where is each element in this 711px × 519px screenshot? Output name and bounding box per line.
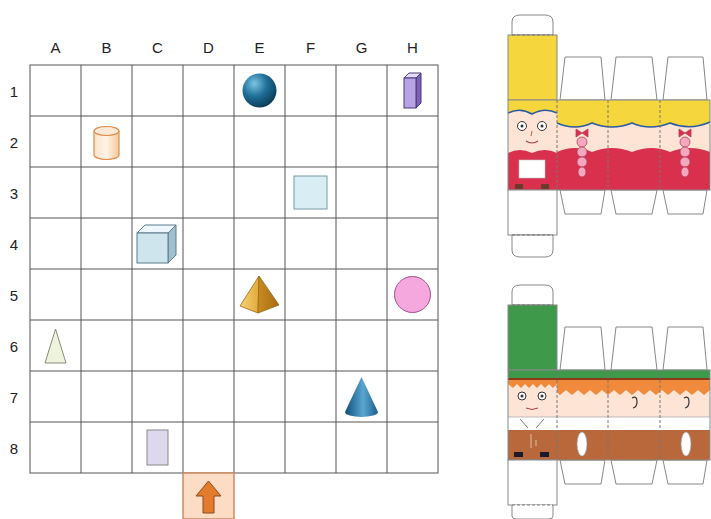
rectangle	[147, 430, 168, 465]
circle	[395, 277, 431, 313]
column-label: F	[306, 40, 315, 55]
girl-box-net	[508, 15, 710, 257]
cylinder	[94, 127, 119, 160]
column-label: B	[101, 40, 111, 55]
row-label: 3	[10, 185, 18, 200]
row-label: 8	[10, 440, 18, 455]
grid-board	[30, 65, 438, 473]
cube	[137, 225, 176, 263]
row-label: 2	[10, 134, 18, 149]
prism	[404, 73, 421, 108]
column-label: E	[254, 40, 264, 55]
row-label: 4	[10, 236, 18, 251]
column-label: D	[203, 40, 214, 55]
boy-box-net	[508, 285, 710, 519]
triangle	[45, 329, 66, 363]
cone	[345, 377, 378, 417]
pyramid	[240, 276, 279, 313]
start-arrow	[183, 473, 234, 519]
row-label: 6	[10, 338, 18, 353]
square	[294, 176, 327, 209]
row-label: 1	[10, 83, 18, 98]
column-label: A	[50, 40, 60, 55]
column-label: G	[356, 40, 368, 55]
row-label: 5	[10, 287, 18, 302]
sphere	[243, 74, 277, 108]
row-label: 7	[10, 389, 18, 404]
column-label: C	[152, 40, 163, 55]
column-label: H	[407, 40, 418, 55]
